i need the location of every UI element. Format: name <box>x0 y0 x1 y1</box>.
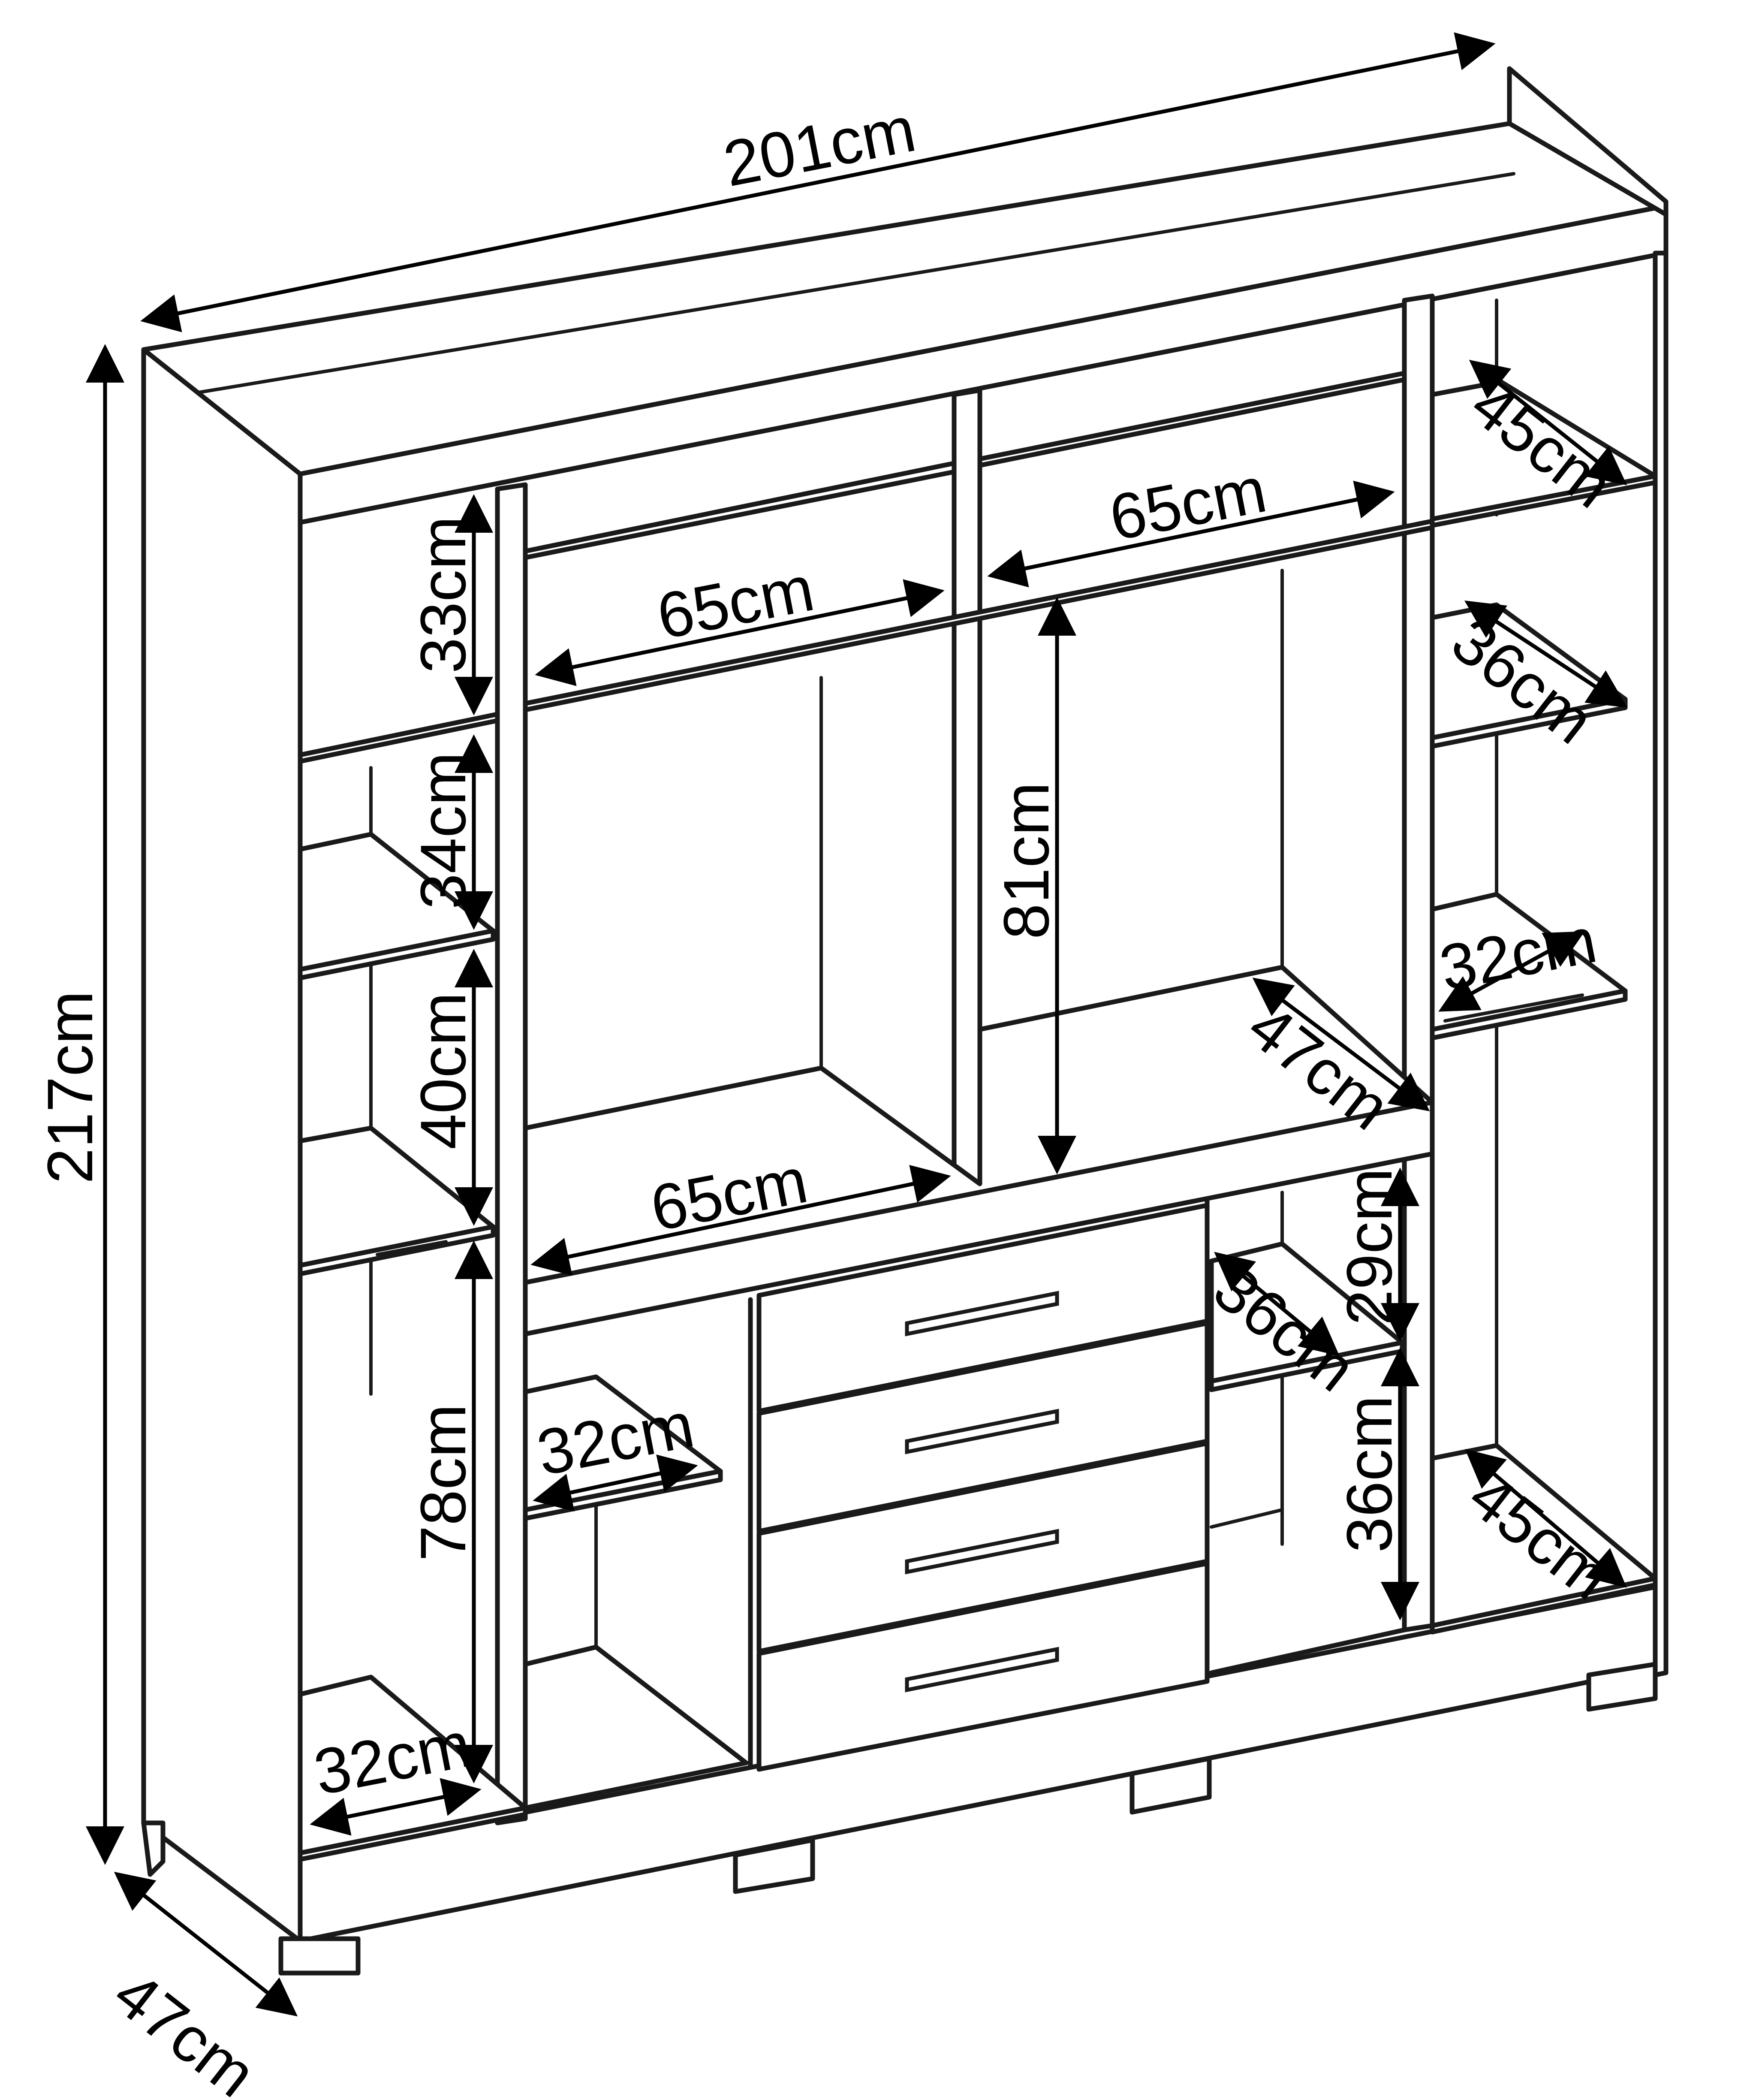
top-center-right-arrow <box>987 480 1395 588</box>
label-center-hanging: 81cm <box>990 782 1062 939</box>
right-bottom-arrow <box>1465 1449 1627 1588</box>
label-depth: 47cm <box>101 1957 269 2100</box>
label-top-center-left: 65cm <box>651 552 819 653</box>
depth-arrow <box>114 1871 298 2017</box>
foot-mid-right <box>1130 1756 1212 1815</box>
center-right-back <box>1210 1508 1284 1529</box>
label-left-hanging: 78cm <box>407 1404 479 1561</box>
left-shelf-1-depth <box>298 832 496 972</box>
label-left-upper: 34cm <box>407 752 479 909</box>
divider-2 <box>952 388 982 1195</box>
drawer-4-handle[interactable] <box>905 1647 1059 1693</box>
width-arrow <box>140 32 1496 332</box>
center-right-shelf-arrow <box>1214 1252 1340 1356</box>
left-top-shelf <box>298 712 500 764</box>
left-shelf-2-depth <box>298 1125 496 1268</box>
dimension-arrows <box>86 32 1628 2017</box>
divider-3 <box>1402 293 1435 1632</box>
center-left-bottom <box>523 1644 749 1810</box>
label-center-right-lower: 36cm <box>1333 1395 1405 1553</box>
drawer-1-handle[interactable] <box>905 1291 1059 1337</box>
left-bottom-arrow <box>310 1778 482 1836</box>
foot-front-left <box>278 1936 361 1976</box>
center-floor-depth-arrow <box>1252 978 1430 1111</box>
right-middle-shelf-arrow <box>1438 931 1585 1012</box>
foot-back-left <box>141 1820 166 1877</box>
label-left-middle: 40cm <box>407 992 479 1150</box>
label-top-left-niche: 33cm <box>407 516 479 673</box>
divider-1 <box>495 482 528 1825</box>
foot-mid-left <box>733 1838 815 1894</box>
top-niche-divider <box>523 461 957 560</box>
label-height: 217cm <box>34 991 106 1184</box>
center-left-shelf-arrow <box>533 1454 698 1512</box>
top-back-lip <box>1507 66 1669 217</box>
right-side-panel <box>1653 250 1669 1678</box>
left-hanging-rod <box>376 1240 448 1256</box>
top-niche-divider-2 <box>977 371 1407 468</box>
label-center-right-upper: 29cm <box>1333 1168 1405 1325</box>
drawer-2-handle[interactable] <box>905 1409 1059 1454</box>
foot-right <box>1586 1662 1658 1712</box>
center-right-bottom <box>1209 1627 1407 1675</box>
label-top-center-right: 65cm <box>1104 453 1272 554</box>
right-upper-shelf-arrow <box>1464 600 1628 708</box>
top-center-left-arrow <box>535 579 945 686</box>
drawer-stack <box>756 1203 1210 1772</box>
right-top-arrow <box>1469 359 1627 486</box>
left-side-panel <box>141 347 303 1943</box>
drawer-3-handle[interactable] <box>905 1529 1059 1575</box>
center-floor-width-arrow <box>530 1165 951 1276</box>
